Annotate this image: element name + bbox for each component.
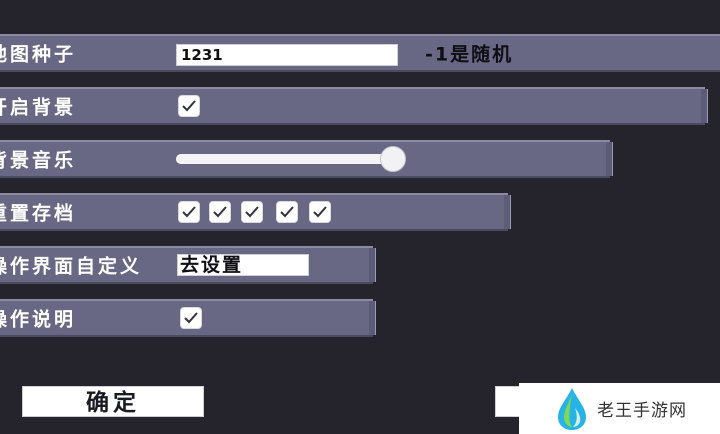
seed-input[interactable] [176,44,398,66]
seed-label: 地图种子 [0,43,77,66]
music-row: 背景音乐 [0,140,613,178]
music-volume-thumb[interactable] [379,146,406,172]
seed-hint: -1是随机 [425,43,514,66]
instructions-row: 操作说明 [0,299,376,337]
checkmark-icon [313,206,327,218]
custom-ui-row: 操作界面自定义 去设置 [0,246,376,284]
checkmark-icon [245,206,259,218]
goto-settings-button[interactable]: 去设置 [177,254,309,276]
custom-ui-label: 操作界面自定义 [0,255,143,278]
instructions-label: 操作说明 [0,308,77,331]
checkmark-icon [280,206,294,218]
checkmark-icon [213,206,227,218]
save-slot-2-checkbox[interactable] [209,201,231,223]
confirm-button[interactable]: 确定 [22,386,204,417]
reset-saves-row: 重置存档 [0,193,511,231]
water-drop-logo-icon [558,388,586,430]
save-slot-5-checkbox[interactable] [309,201,331,223]
music-label: 背景音乐 [0,149,77,172]
watermark: 老王手游网 [519,383,720,434]
row-edge [701,89,708,123]
checkmark-icon [182,206,196,218]
instructions-checkbox[interactable] [180,307,202,329]
checkmark-icon [184,312,198,324]
seed-row: 地图种子 -1是随机 [0,34,720,72]
save-slot-1-checkbox[interactable] [178,201,200,223]
row-edge [369,301,376,335]
music-volume-fill [176,154,393,164]
checkmark-icon [182,100,196,112]
reset-saves-label: 重置存档 [0,202,77,225]
background-label: 开启背景 [0,96,77,119]
music-volume-slider[interactable] [176,146,406,172]
background-row: 开启背景 [0,87,708,125]
background-checkbox[interactable] [178,95,200,117]
row-edge [504,195,511,229]
watermark-text: 老王手游网 [597,401,687,421]
row-edge [369,248,376,282]
save-slot-3-checkbox[interactable] [241,201,263,223]
row-edge [606,142,613,176]
save-slot-4-checkbox[interactable] [276,201,298,223]
